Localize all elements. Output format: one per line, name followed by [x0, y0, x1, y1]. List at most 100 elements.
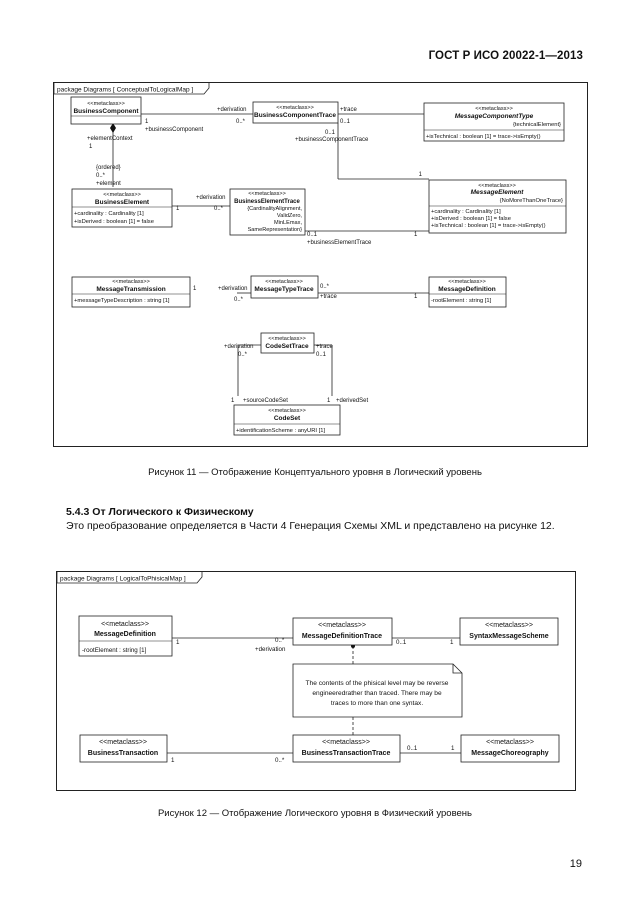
svg-text:+isDerived : boolean [1] = fal: +isDerived : boolean [1] = false [431, 216, 511, 222]
class-code-set[interactable]: <<metaclass>> CodeSet +identificationSch… [233, 404, 341, 436]
svg-text:MessageTypeTrace: MessageTypeTrace [254, 286, 314, 293]
svg-text:<<metaclass>>: <<metaclass>> [268, 336, 306, 342]
svg-text:<<metaclass>>: <<metaclass>> [485, 622, 533, 629]
class-business-element[interactable]: <<metaclass>> BusinessElement +cardinali… [71, 188, 173, 228]
svg-text:<<metaclass>>: <<metaclass>> [475, 106, 513, 112]
class-message-definition[interactable]: <<metaclass>> MessageDefinition -rootEle… [428, 276, 507, 308]
svg-text:MessageDefinition: MessageDefinition [438, 286, 495, 293]
svg-text:<<metaclass>>: <<metaclass>> [318, 622, 366, 629]
figure-12-canvas: package Diagrams [ LogicalToPhisicalMap … [56, 572, 560, 764]
svg-text:1: 1 [171, 757, 175, 764]
svg-text:MinLEmax,: MinLEmax, [274, 220, 302, 226]
frame-tab: package Diagrams [ LogicalToPhisicalMap … [56, 572, 203, 584]
association-lines [112, 113, 429, 396]
figure-12-diagram: package Diagrams [ LogicalToPhisicalMap … [56, 571, 576, 791]
class-message-definition[interactable]: <<metaclass>> MessageDefinition -rootEle… [78, 615, 173, 657]
class-message-transmission[interactable]: <<metaclass>> MessageTransmission +messa… [71, 276, 191, 308]
svg-text:1: 1 [176, 639, 180, 646]
svg-text:+elementContext: +elementContext [87, 136, 133, 142]
svg-text:+messageTypeDescription : stri: +messageTypeDescription : string [1] [74, 298, 170, 304]
svg-text:+derivation: +derivation [255, 646, 286, 653]
svg-text:BusinessElementTrace: BusinessElementTrace [234, 199, 300, 205]
svg-text:+businessComponent: +businessComponent [145, 127, 204, 133]
svg-text:1: 1 [89, 144, 93, 150]
figure-11-caption: Рисунок 11 — Отображение Концептуального… [148, 467, 482, 478]
svg-text:MessageDefinition: MessageDefinition [94, 631, 156, 638]
svg-text:CodeSetTrace: CodeSetTrace [265, 343, 309, 350]
class-business-transaction-trace[interactable]: <<metaclass>> BusinessTransactionTrace [292, 734, 401, 763]
svg-text:CodeSet: CodeSet [274, 415, 301, 422]
page-number: 19 [569, 858, 582, 870]
frame-title: package Diagrams [ LogicalToPhisicalMap … [60, 576, 186, 583]
svg-text:0..1: 0..1 [325, 130, 336, 136]
svg-text:+isTechnical : boolean [1] = t: +isTechnical : boolean [1] = trace->isEm… [431, 223, 546, 229]
figure-11-diagram: package Diagrams [ ConceptualToLogicalMa… [53, 82, 588, 447]
svg-text:0..*: 0..* [214, 206, 224, 212]
svg-text:0..*: 0..* [236, 119, 246, 125]
svg-text:0..1: 0..1 [407, 745, 418, 752]
svg-text:0..*: 0..* [96, 173, 106, 179]
class-message-type-trace[interactable]: <<metaclass>> MessageTypeTrace [250, 275, 319, 299]
class-business-component[interactable]: <<metaclass>> BusinessComponent [70, 96, 142, 125]
class-business-component-trace[interactable]: <<metaclass>> BusinessComponentTrace [252, 101, 339, 124]
svg-text:+identificationScheme : anyURI: +identificationScheme : anyURI [1] [236, 428, 325, 434]
svg-text:<<metaclass>>: <<metaclass>> [448, 279, 486, 285]
svg-text:+trace: +trace [340, 107, 358, 113]
svg-text:MessageComponentType: MessageComponentType [455, 113, 534, 120]
svg-text:BusinessElement: BusinessElement [95, 199, 150, 206]
class-message-choreography[interactable]: <<metaclass>> MessageChoreography [460, 734, 560, 763]
svg-text:traces to more than one syntax: traces to more than one syntax. [331, 700, 424, 707]
svg-text:1: 1 [327, 398, 331, 404]
svg-text:1: 1 [419, 172, 423, 178]
svg-text:0..1: 0..1 [396, 639, 407, 646]
composition-diamond-icon [110, 123, 116, 133]
svg-text:MessageDefinitionTrace: MessageDefinitionTrace [302, 633, 382, 640]
svg-text:MessageChoreography: MessageChoreography [471, 750, 549, 757]
note-box: The contents of the phisical level may b… [292, 663, 463, 718]
section-text: Это преобразование определяется в Части … [66, 520, 555, 532]
class-message-definition-trace[interactable]: <<metaclass>> MessageDefinitionTrace [292, 617, 393, 646]
svg-text:BusinessTransaction: BusinessTransaction [88, 750, 158, 757]
class-syntax-message-scheme[interactable]: <<metaclass>> SyntaxMessageScheme [459, 617, 559, 646]
svg-text:BusinessTransactionTrace: BusinessTransactionTrace [302, 750, 391, 757]
svg-text:+derivation: +derivation [217, 107, 247, 113]
class-message-element[interactable]: <<metaclass>> MessageElement {NoMoreThan… [428, 179, 567, 234]
frame-title: package Diagrams [ ConceptualToLogicalMa… [57, 87, 193, 94]
svg-text:MessageTransmission: MessageTransmission [96, 286, 165, 293]
svg-text:0..*: 0..* [234, 297, 244, 303]
svg-text:0..*: 0..* [320, 284, 330, 290]
association-labels: +derivation 0..* 1 +businessComponent +t… [87, 107, 423, 404]
svg-text:<<metaclass>>: <<metaclass>> [265, 279, 303, 285]
svg-text:+businessComponentTrace: +businessComponentTrace [295, 137, 369, 143]
svg-text:1: 1 [450, 639, 454, 646]
svg-text:<<metaclass>>: <<metaclass>> [322, 739, 370, 746]
svg-text:BusinessComponent: BusinessComponent [73, 108, 139, 115]
class-code-set-trace[interactable]: <<metaclass>> CodeSetTrace [260, 332, 315, 354]
svg-text:<<metaclass>>: <<metaclass>> [99, 739, 147, 746]
svg-text:<<metaclass>>: <<metaclass>> [486, 739, 534, 746]
svg-text:<<metaclass>>: <<metaclass>> [268, 408, 306, 414]
svg-text:<<metaclass>>: <<metaclass>> [478, 183, 516, 189]
svg-text:The contents of the phisical l: The contents of the phisical level may b… [306, 680, 449, 687]
svg-text:1: 1 [193, 286, 197, 292]
svg-text:BusinessComponentTrace: BusinessComponentTrace [254, 112, 336, 119]
svg-text:-rootElement : string [1]: -rootElement : string [1] [431, 298, 492, 304]
svg-text:+isTechnical : boolean [1] = t: +isTechnical : boolean [1] = trace->isEm… [426, 134, 541, 140]
class-business-transaction[interactable]: <<metaclass>> BusinessTransaction [79, 734, 168, 763]
association-labels: 1 0..* +derivation 0..1 1 1 0..* 0..1 1 [171, 637, 455, 764]
svg-text:{NoMoreThanOneTrace}: {NoMoreThanOneTrace} [500, 198, 563, 204]
svg-text:+isDerived : boolean [1] = fal: +isDerived : boolean [1] = false [74, 219, 154, 225]
svg-text:1: 1 [231, 398, 235, 404]
svg-text:+trace: +trace [320, 294, 338, 300]
svg-text:<<metaclass>>: <<metaclass>> [276, 105, 314, 111]
svg-text:+businessElementTrace: +businessElementTrace [307, 240, 372, 246]
svg-text:1: 1 [414, 232, 418, 238]
class-business-element-trace[interactable]: <<metaclass>> BusinessElementTrace {Card… [229, 188, 306, 236]
svg-text:+derivation: +derivation [224, 344, 254, 350]
svg-text:+element: +element [96, 181, 121, 187]
svg-text:SameRepresentation}: SameRepresentation} [248, 227, 303, 233]
svg-text:<<metaclass>>: <<metaclass>> [87, 101, 125, 107]
svg-text:0..*: 0..* [275, 637, 285, 644]
class-message-component-type[interactable]: <<metaclass>> MessageComponentType {tech… [423, 102, 565, 142]
figure-11-canvas: package Diagrams [ ConceptualToLogicalMa… [53, 83, 567, 436]
